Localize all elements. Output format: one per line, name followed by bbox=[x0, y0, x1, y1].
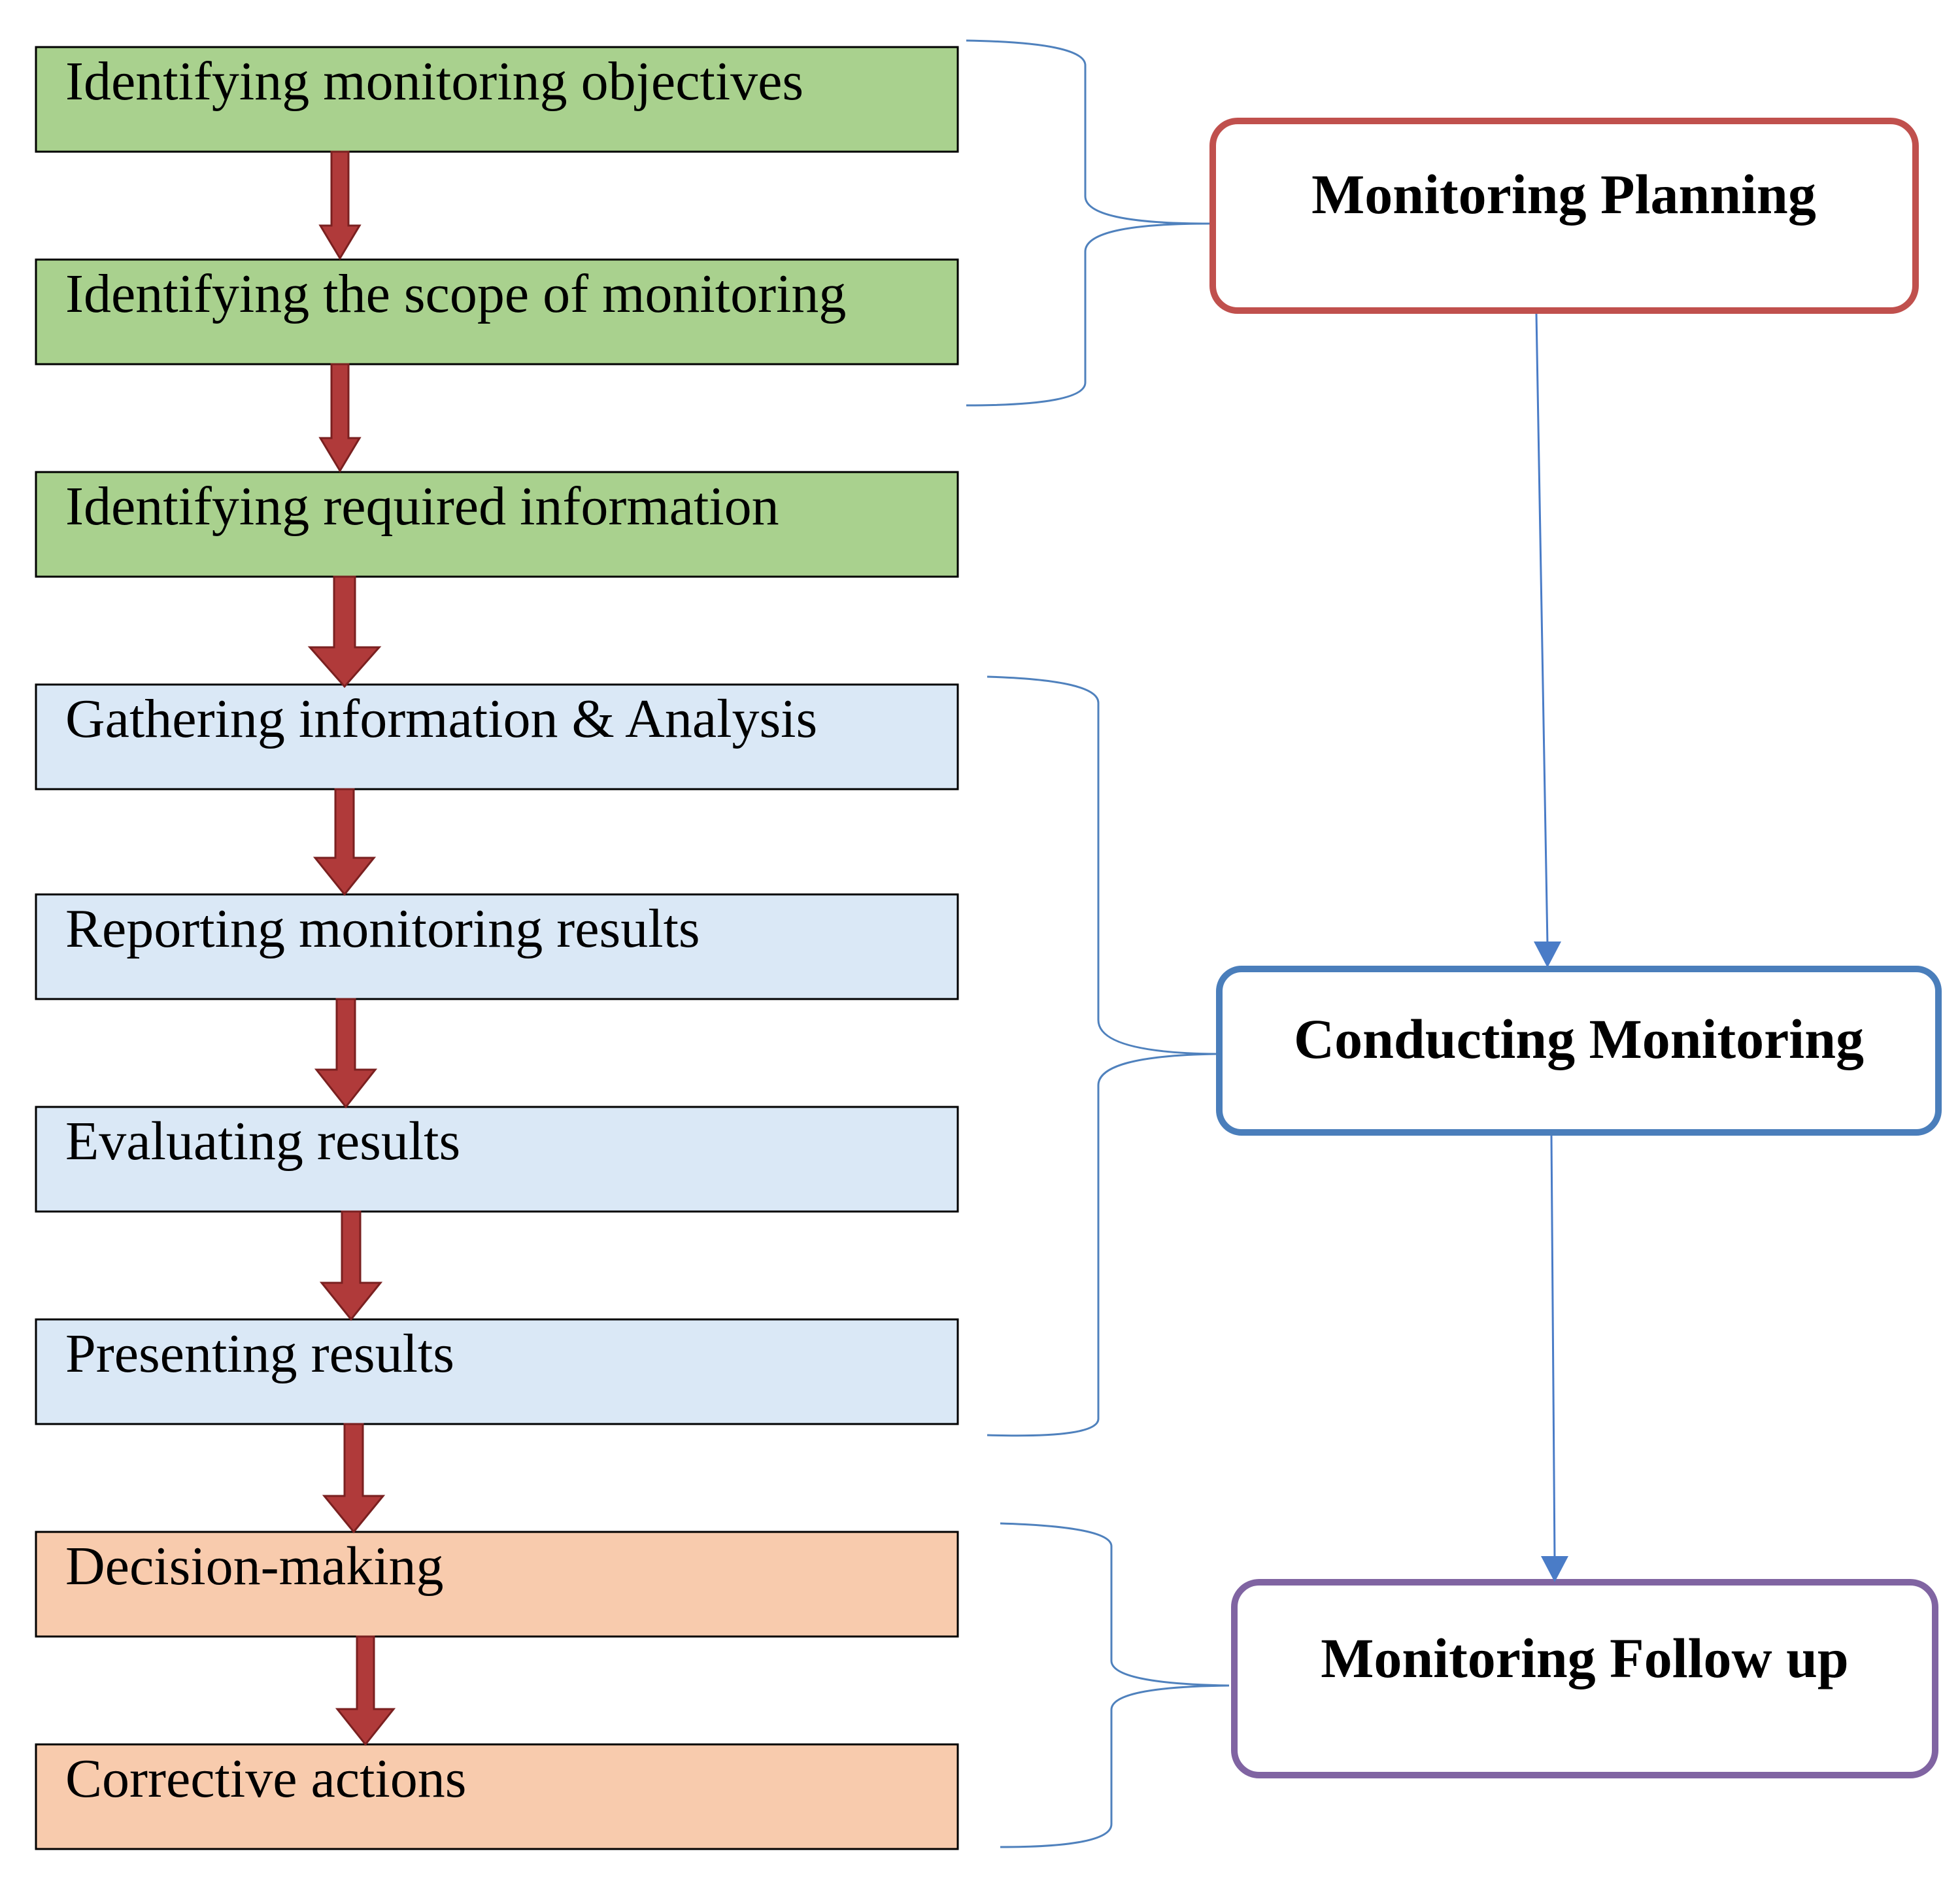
step-arrow-7 bbox=[322, 1423, 386, 1534]
connector-arrowhead-2 bbox=[1541, 1556, 1568, 1582]
phase-box-planning: Monitoring Planning bbox=[1209, 118, 1919, 314]
step-box-8: Decision-making bbox=[35, 1531, 959, 1638]
step-boxes: Identifying monitoring objectives Identi… bbox=[35, 46, 959, 1850]
step-box-5: Reporting monitoring results bbox=[35, 893, 959, 1000]
step-arrow-2 bbox=[318, 363, 362, 473]
step-label-6: Evaluating results bbox=[65, 1111, 460, 1172]
step-box-9: Corrective actions bbox=[35, 1743, 959, 1850]
followup-brace bbox=[1000, 1522, 1230, 1848]
step-arrow-8 bbox=[335, 1635, 396, 1746]
connector-arrowhead-1 bbox=[1534, 941, 1561, 968]
phase-label-followup: Monitoring Follow up bbox=[1321, 1627, 1849, 1689]
step-label-1: Identifying monitoring objectives bbox=[65, 51, 803, 112]
step-box-3: Identifying required information bbox=[35, 471, 959, 578]
step-arrow-6 bbox=[319, 1210, 383, 1321]
step-label-4: Gathering information & Analysis bbox=[65, 688, 817, 749]
step-box-6: Evaluating results bbox=[35, 1106, 959, 1213]
phase-box-conducting: Conducting Monitoring bbox=[1216, 966, 1942, 1136]
group-braces bbox=[966, 39, 1230, 1848]
step-arrow-1 bbox=[318, 150, 362, 260]
step-arrow-4 bbox=[313, 788, 377, 896]
step-label-5: Reporting monitoring results bbox=[65, 898, 700, 959]
planning-brace bbox=[966, 39, 1210, 407]
phase-connectors bbox=[1534, 313, 1568, 1582]
phase-label-conducting: Conducting Monitoring bbox=[1294, 1008, 1864, 1070]
step-label-3: Identifying required information bbox=[65, 476, 779, 537]
step-box-7: Presenting results bbox=[35, 1318, 959, 1425]
step-label-7: Presenting results bbox=[65, 1323, 454, 1384]
step-box-4: Gathering information & Analysis bbox=[35, 683, 959, 790]
step-label-9: Corrective actions bbox=[65, 1748, 466, 1809]
step-arrow-3 bbox=[307, 575, 382, 688]
step-box-2: Identifying the scope of monitoring bbox=[35, 258, 959, 365]
phase-boxes: Monitoring Planning Conducting Monitorin… bbox=[1209, 118, 1942, 1778]
conducting-brace bbox=[987, 675, 1217, 1437]
connector-conducting-to-followup bbox=[1550, 1135, 1556, 1560]
phase-label-planning: Monitoring Planning bbox=[1311, 163, 1816, 226]
step-arrow-5 bbox=[314, 998, 378, 1109]
step-label-8: Decision-making bbox=[65, 1536, 444, 1597]
connector-planning-to-conducting bbox=[1535, 313, 1549, 945]
step-label-2: Identifying the scope of monitoring bbox=[65, 263, 846, 324]
step-arrows bbox=[307, 150, 396, 1746]
phase-box-followup: Monitoring Follow up bbox=[1231, 1579, 1938, 1778]
step-box-1: Identifying monitoring objectives bbox=[35, 46, 959, 153]
